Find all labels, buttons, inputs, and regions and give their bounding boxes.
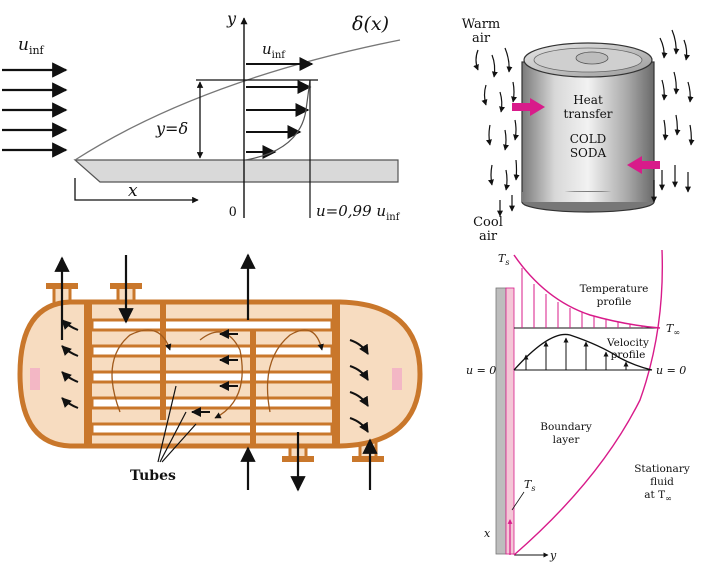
ts-wall-label: Ts: [524, 478, 535, 493]
port-flow-arrows: [54, 253, 378, 492]
u-eq-0-right: u = 0: [656, 364, 686, 377]
cool-air-line1: Cool: [473, 215, 503, 230]
baffle-1: [160, 302, 166, 420]
u-099-label: u=0,99 uinf: [316, 202, 401, 223]
flat-plate: [73, 159, 399, 183]
stationary-fluid-line2: fluid: [650, 476, 674, 488]
warm-air-line1: Warm: [462, 17, 501, 32]
u-eq-0-left: u = 0: [466, 364, 496, 377]
shell-flow-swirls: [111, 329, 324, 419]
temperature-profile-lines: [521, 268, 643, 328]
baffle-2: [250, 330, 256, 446]
boundary-layer-panel: uinf δ(x) y 0 x uinf y=δ u=0,99 uinf: [2, 9, 401, 223]
wall-surface: [505, 287, 515, 555]
airflow-arrows-right: [651, 29, 695, 203]
left-head-patch: [30, 368, 40, 390]
thermal-profile-panel: y x Ts Temperature profile T∞: [466, 249, 690, 562]
boundary-layer-line1: Boundary: [540, 421, 592, 433]
airflow-arrows-left: [473, 47, 520, 217]
boundary-layer-edge: [74, 39, 401, 161]
cold-soda-line2: SODA: [570, 146, 607, 160]
temperature-profile-line2: profile: [597, 296, 632, 308]
velocity-profile-curve: [245, 79, 311, 161]
cool-air-line2: air: [479, 229, 498, 244]
ts-wall-pointer: [511, 491, 525, 511]
tube-sheet-left: [84, 302, 92, 446]
x-axis-label: x: [128, 181, 138, 201]
can-pull-tab: [575, 51, 609, 65]
tubes-label: Tubes: [130, 468, 176, 484]
t-inf-label: T∞: [666, 322, 680, 337]
boundary-layer-line2: layer: [553, 434, 581, 446]
tube-sheet-right: [332, 302, 340, 446]
delta-x-label: δ(x): [352, 13, 389, 35]
tube-flow-arrows: [191, 329, 238, 417]
velocity-profile-arrows: [523, 337, 629, 370]
velocity-profile-arrows: [246, 80, 312, 159]
soda-can-panel: Heat transfer COLD SODA Warm air Cool ai…: [462, 17, 695, 244]
temperature-profile-line1: Temperature: [580, 283, 649, 295]
tubes-pointers: [157, 385, 197, 463]
can-body: [521, 61, 655, 203]
x-label: x: [484, 527, 491, 540]
head-flow-arrows: [61, 319, 369, 433]
incoming-flow-arrows: [2, 62, 68, 158]
wall-gray: [495, 287, 507, 555]
temperature-profile-curve: [513, 254, 661, 329]
origin-label: 0: [229, 204, 237, 220]
velocity-profile-line1: Velocity: [606, 337, 649, 349]
stationary-fluid-line1: Stationary: [634, 463, 690, 475]
velocity-profile-line2: profile: [611, 349, 646, 361]
heat-exchanger-panel: Tubes: [17, 253, 423, 492]
u-inf-top-label: uinf: [262, 40, 286, 61]
cold-soda-line1: COLD: [570, 132, 607, 146]
stationary-fluid-line3: at T∞: [644, 489, 672, 503]
heat-arrow-left: [512, 98, 545, 116]
right-head-patch: [392, 368, 402, 390]
y-axis-label: y: [226, 9, 237, 28]
tube-bundle: [90, 318, 334, 436]
warm-air-line2: air: [472, 31, 491, 46]
heat-arrow-right: [627, 156, 660, 174]
boundary-layer-curve: [513, 249, 663, 556]
y-label: y: [549, 549, 557, 562]
heat-transfer-line2: transfer: [564, 107, 613, 121]
x-axis: [74, 178, 199, 204]
heat-transfer-line1: Heat: [573, 93, 603, 107]
ts-top-label: Ts: [498, 252, 509, 267]
y-eq-delta-label: y=δ: [155, 119, 188, 138]
u-inf-left-label: uinf: [18, 35, 45, 57]
